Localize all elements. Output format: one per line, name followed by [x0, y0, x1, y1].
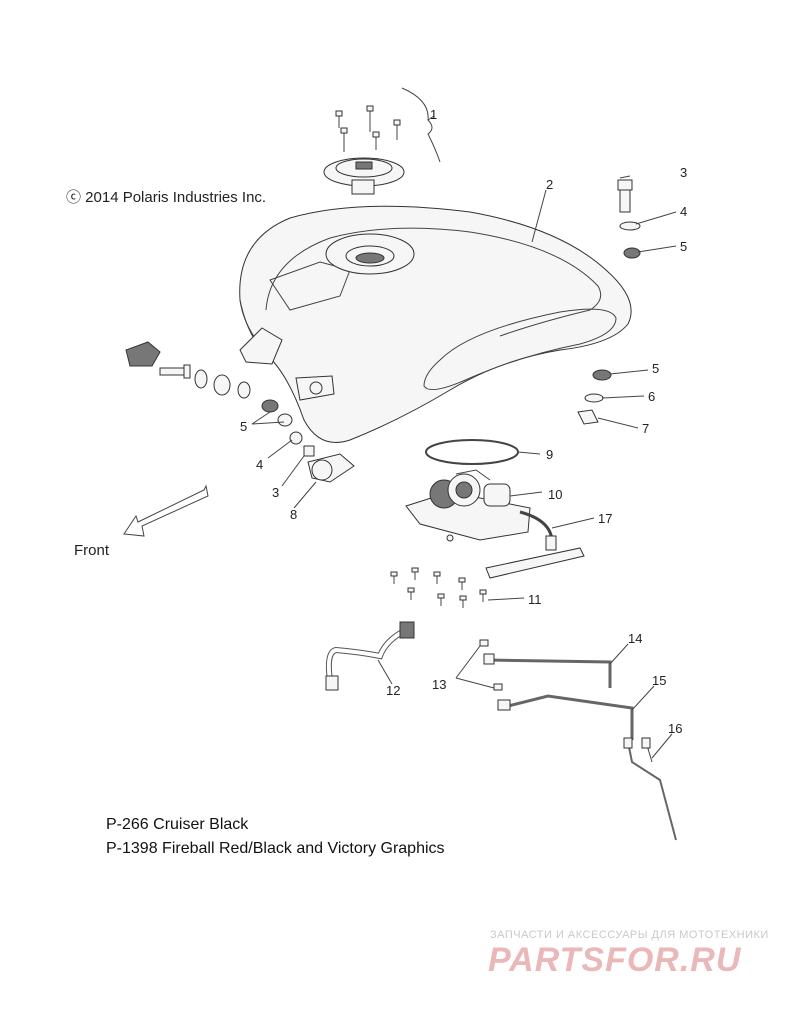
- callout-3-left: 3: [272, 485, 280, 500]
- copyright-notice: ⓒ 2014 Polaris Industries Inc.: [66, 189, 267, 206]
- callout-13: 13: [432, 677, 447, 692]
- legend-line-2: P-1398 Fireball Red/Black and Victory Gr…: [106, 840, 445, 857]
- callout-15: 15: [652, 673, 667, 688]
- leader-lines: [251, 175, 677, 759]
- pump-screws: [390, 567, 487, 608]
- callout-12: 12: [386, 683, 401, 698]
- callout-16: 16: [668, 721, 683, 736]
- callout-5-left: 5: [240, 419, 248, 434]
- callout-10: 10: [548, 487, 563, 502]
- vent-lines: [479, 639, 677, 841]
- callout-11: 11: [528, 592, 542, 607]
- callout-9: 9: [546, 447, 554, 462]
- watermark-tagline: ЗАПЧАСТИ И АКСЕССУАРЫ ДЛЯ МОТОТЕХНИКИ: [490, 929, 769, 941]
- pump-gasket: [425, 439, 519, 465]
- callout-17: 17: [598, 511, 613, 526]
- callout-4: 4: [680, 204, 688, 219]
- callout-1: 1: [430, 107, 438, 122]
- right-mount-hardware: [577, 369, 612, 425]
- callout-7: 7: [642, 421, 650, 436]
- callout-8: 8: [290, 507, 298, 522]
- fuel-hose: [325, 621, 415, 691]
- callout-3: 3: [680, 165, 688, 180]
- callout-4-left: 4: [256, 457, 264, 472]
- callout-14: 14: [628, 631, 643, 646]
- fuel-tank: [239, 205, 632, 443]
- front-label: Front: [74, 542, 110, 559]
- legend-line-1: P-266 Cruiser Black: [106, 816, 249, 833]
- callout-5: 5: [680, 239, 688, 254]
- fuel-sender: [485, 510, 585, 579]
- watermark-logo: PARTSFOR.RU: [488, 941, 742, 979]
- callout-2: 2: [546, 177, 554, 192]
- fuel-cap-assembly: [323, 87, 441, 195]
- callout-6: 6: [648, 389, 656, 404]
- front-arrow: [123, 484, 209, 537]
- fuel-pump: [405, 469, 531, 542]
- upper-right-hardware: [617, 179, 641, 259]
- callout-5-right: 5: [652, 361, 660, 376]
